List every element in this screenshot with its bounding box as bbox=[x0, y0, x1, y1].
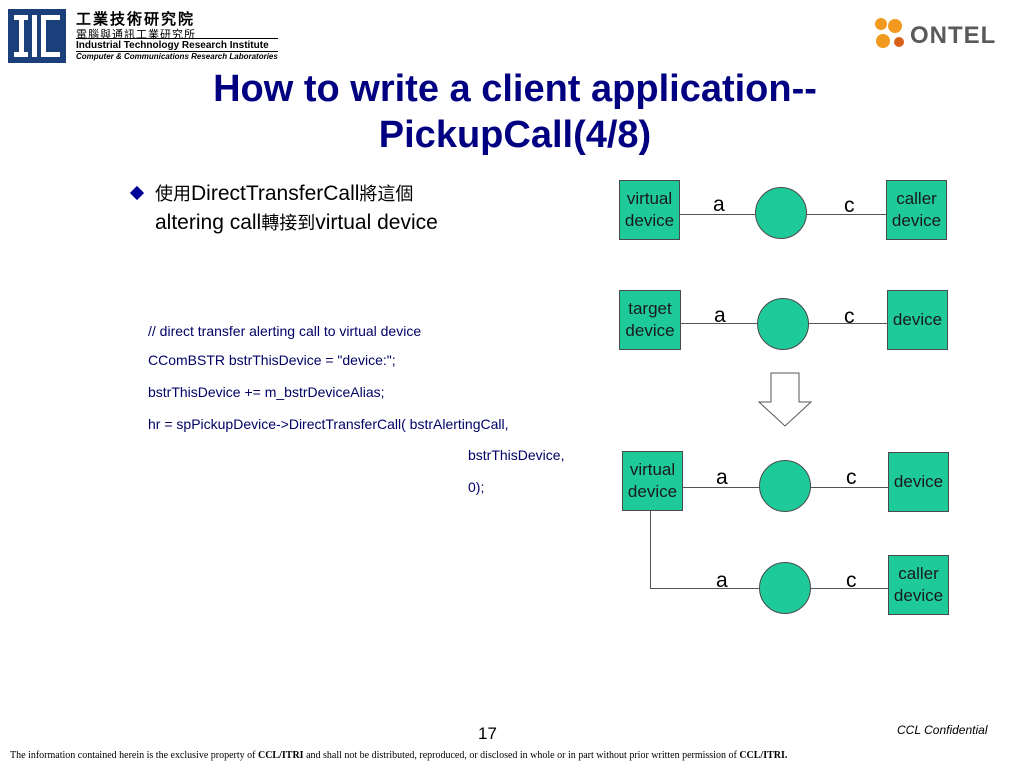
itri-english-subname: Computer & Communications Research Labor… bbox=[76, 52, 278, 61]
itri-divider bbox=[76, 38, 278, 39]
call-node bbox=[759, 562, 811, 614]
diamond-bullet-icon bbox=[129, 185, 145, 201]
connector-line bbox=[650, 511, 651, 588]
device-box: device bbox=[887, 290, 948, 350]
bullet-text-part: altering call bbox=[155, 211, 262, 234]
code-line: // direct transfer alerting call to virt… bbox=[148, 323, 422, 339]
footer-disclaimer-part: CCL/ITRI. bbox=[739, 750, 788, 761]
code-line: bstrThisDevice, bbox=[468, 447, 565, 463]
footer-disclaimer-part: CCL/ITRI bbox=[257, 750, 304, 761]
address-label-a: a bbox=[713, 193, 725, 216]
footer-disclaimer-part: The information contained herein is the … bbox=[10, 750, 258, 761]
code-line: CComBSTR bstrThisDevice = "device:"; bbox=[148, 352, 396, 368]
code-line: 0); bbox=[468, 479, 485, 495]
address-label-c: c bbox=[844, 194, 855, 217]
bullet-text: 使用DirectTransferCall將這個 altering call轉接到v… bbox=[155, 180, 505, 238]
confidential-label: CCL Confidential bbox=[897, 723, 988, 737]
bullet-text-part: 使用 bbox=[155, 184, 191, 205]
code-line: bstrThisDevice += m_bstrDeviceAlias; bbox=[148, 384, 385, 400]
itri-english-name: Industrial Technology Research Institute bbox=[76, 40, 269, 51]
address-label-c: c bbox=[846, 569, 857, 592]
call-node bbox=[759, 460, 811, 512]
caller-device-box: caller device bbox=[886, 180, 947, 240]
call-node bbox=[755, 187, 807, 239]
footer-disclaimer-part: and shall not be distributed, reproduced… bbox=[303, 750, 740, 761]
itri-divider bbox=[76, 51, 278, 52]
address-label-a: a bbox=[716, 466, 728, 489]
device-box: device bbox=[888, 452, 949, 512]
virtual-device-box: virtual device bbox=[619, 180, 680, 240]
title-line-2: PickupCall(4/8) bbox=[378, 114, 652, 156]
virtual-device-box: virtual device bbox=[622, 451, 683, 511]
bullet-text-part: 將這個 bbox=[359, 184, 414, 205]
target-device-box: target device bbox=[619, 290, 681, 350]
address-label-a: a bbox=[716, 569, 728, 592]
bullet-text-part: virtual device bbox=[315, 211, 438, 234]
bullet-text-part: DirectTransferCall bbox=[191, 182, 360, 205]
code-line: hr = spPickupDevice->DirectTransferCall(… bbox=[148, 416, 509, 432]
address-label-a: a bbox=[714, 304, 726, 327]
ontel-logo-icon bbox=[875, 18, 904, 48]
title-line-1: How to write a client application-- bbox=[213, 68, 817, 110]
slide-title: How to write a client application-- Pick… bbox=[100, 66, 930, 158]
caller-device-box: caller device bbox=[888, 555, 949, 615]
itri-logo-icon bbox=[8, 9, 66, 63]
itri-chinese-name: 工業技術研究院 bbox=[76, 11, 196, 28]
page-number: 17 bbox=[478, 724, 497, 743]
footer-disclaimer: The information contained herein is the … bbox=[10, 750, 787, 761]
down-arrow-icon bbox=[757, 372, 813, 427]
address-label-c: c bbox=[844, 305, 855, 328]
ontel-wordmark: ONTEL bbox=[910, 22, 997, 49]
bullet-text-part: 轉接到 bbox=[261, 213, 316, 234]
address-label-c: c bbox=[846, 466, 857, 489]
call-node bbox=[757, 298, 809, 350]
